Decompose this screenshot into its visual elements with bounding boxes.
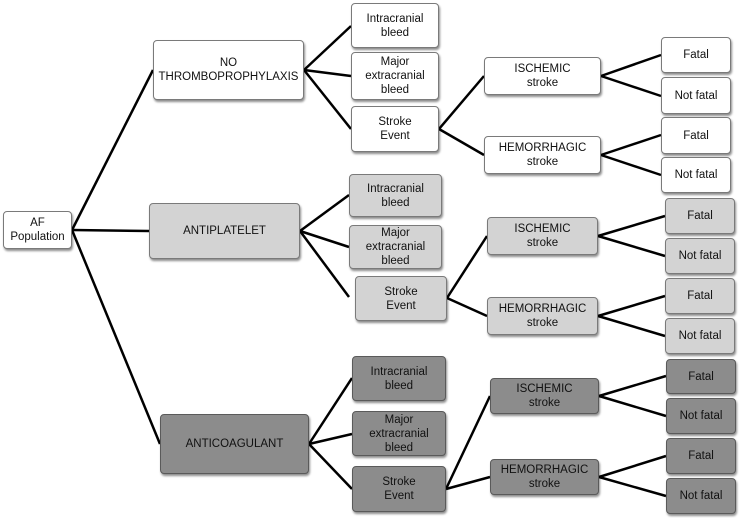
tree-connector-line (303, 25, 352, 71)
tree-connector-line (600, 133, 662, 157)
node-none-ischemic-stroke: ISCHEMIC stroke (484, 57, 601, 95)
tree-connector-line (597, 294, 666, 318)
tree-connector-line (308, 432, 353, 446)
tree-connector-line (446, 296, 488, 318)
tree-connector-line (308, 443, 353, 490)
node-antiplatelet-hemorrhagic-stroke: HEMORRHAGIC stroke (487, 297, 598, 335)
node-none-ischemic-fatal: Fatal (661, 37, 731, 73)
node-anticoagulant-major-extracranial-bleed: Major extracranial bleed (352, 411, 446, 456)
tree-connector-line (445, 235, 489, 299)
node-anticoagulant-hemorrhagic-stroke: HEMORRHAGIC stroke (490, 459, 599, 495)
node-anticoagulant-stroke-event: Stroke Event (352, 466, 446, 512)
node-anticoagulant-intracranial-bleed: Intracranial bleed (352, 356, 446, 401)
node-anticoagulant-ischemic-fatal: Fatal (666, 359, 736, 394)
tree-connector-line (438, 75, 485, 130)
node-antiplatelet-ischemic-stroke: ISCHEMIC stroke (487, 217, 598, 255)
node-antiplatelet-ischemic-not-fatal: Not fatal (665, 238, 735, 274)
node-af-population: AF Population (3, 211, 72, 249)
tree-connector-line (307, 377, 354, 445)
tree-connector-line (597, 214, 666, 238)
node-none-hemorrhagic-fatal: Fatal (661, 117, 731, 154)
connector-root-to-none (70, 69, 155, 231)
connector-root-to-anticoagulant (70, 229, 162, 445)
tree-connector-line (600, 74, 662, 98)
node-anticoagulant: ANTICOAGULANT (160, 414, 309, 474)
tree-connector-line (299, 229, 350, 249)
tree-connector-line (598, 475, 667, 498)
tree-connector-line (444, 395, 492, 490)
tree-connector-line (598, 394, 667, 418)
node-no-thromboprophylaxis: NO THROMBOPROPHYLAXIS (153, 40, 304, 100)
node-anticoagulant-ischemic-stroke: ISCHEMIC stroke (490, 378, 599, 414)
node-none-major-extracranial-bleed: Major extracranial bleed (351, 52, 439, 100)
node-none-stroke-event: Stroke Event (351, 106, 439, 152)
node-none-hemorrhagic-not-fatal: Not fatal (661, 157, 731, 193)
node-none-hemorrhagic-stroke: HEMORRHAGIC stroke (484, 136, 601, 174)
tree-connector-line (438, 127, 485, 157)
node-antiplatelet-ischemic-fatal: Fatal (665, 198, 735, 234)
tree-connector-line (600, 153, 662, 177)
tree-connector-line (598, 374, 667, 398)
node-anticoagulant-ischemic-not-fatal: Not fatal (666, 398, 736, 434)
tree-connector-line (598, 454, 667, 479)
node-none-intracranial-bleed: Intracranial bleed (351, 3, 439, 48)
node-antiplatelet-hemorrhagic-fatal: Fatal (665, 278, 735, 314)
node-anticoagulant-hemorrhagic-not-fatal: Not fatal (666, 478, 736, 514)
node-antiplatelet: ANTIPLATELET (149, 203, 300, 259)
node-antiplatelet-hemorrhagic-not-fatal: Not fatal (665, 318, 735, 354)
node-none-ischemic-not-fatal: Not fatal (661, 77, 731, 114)
tree-connector-line (600, 53, 662, 78)
tree-connector-line (597, 314, 666, 338)
tree-connector-line (299, 193, 350, 233)
node-antiplatelet-stroke-event: Stroke Event (355, 276, 447, 321)
connector-root-to-antiplatelet (71, 228, 150, 233)
tree-connector-line (303, 69, 352, 130)
tree-connector-line (445, 475, 491, 491)
node-antiplatelet-intracranial-bleed: Intracranial bleed (349, 174, 442, 217)
tree-connector-line (303, 68, 352, 78)
node-antiplatelet-major-extracranial-bleed: Major extracranial bleed (349, 225, 442, 269)
tree-connector-line (597, 234, 666, 258)
tree-connector-line (298, 230, 351, 298)
node-anticoagulant-hemorrhagic-fatal: Fatal (666, 438, 736, 474)
